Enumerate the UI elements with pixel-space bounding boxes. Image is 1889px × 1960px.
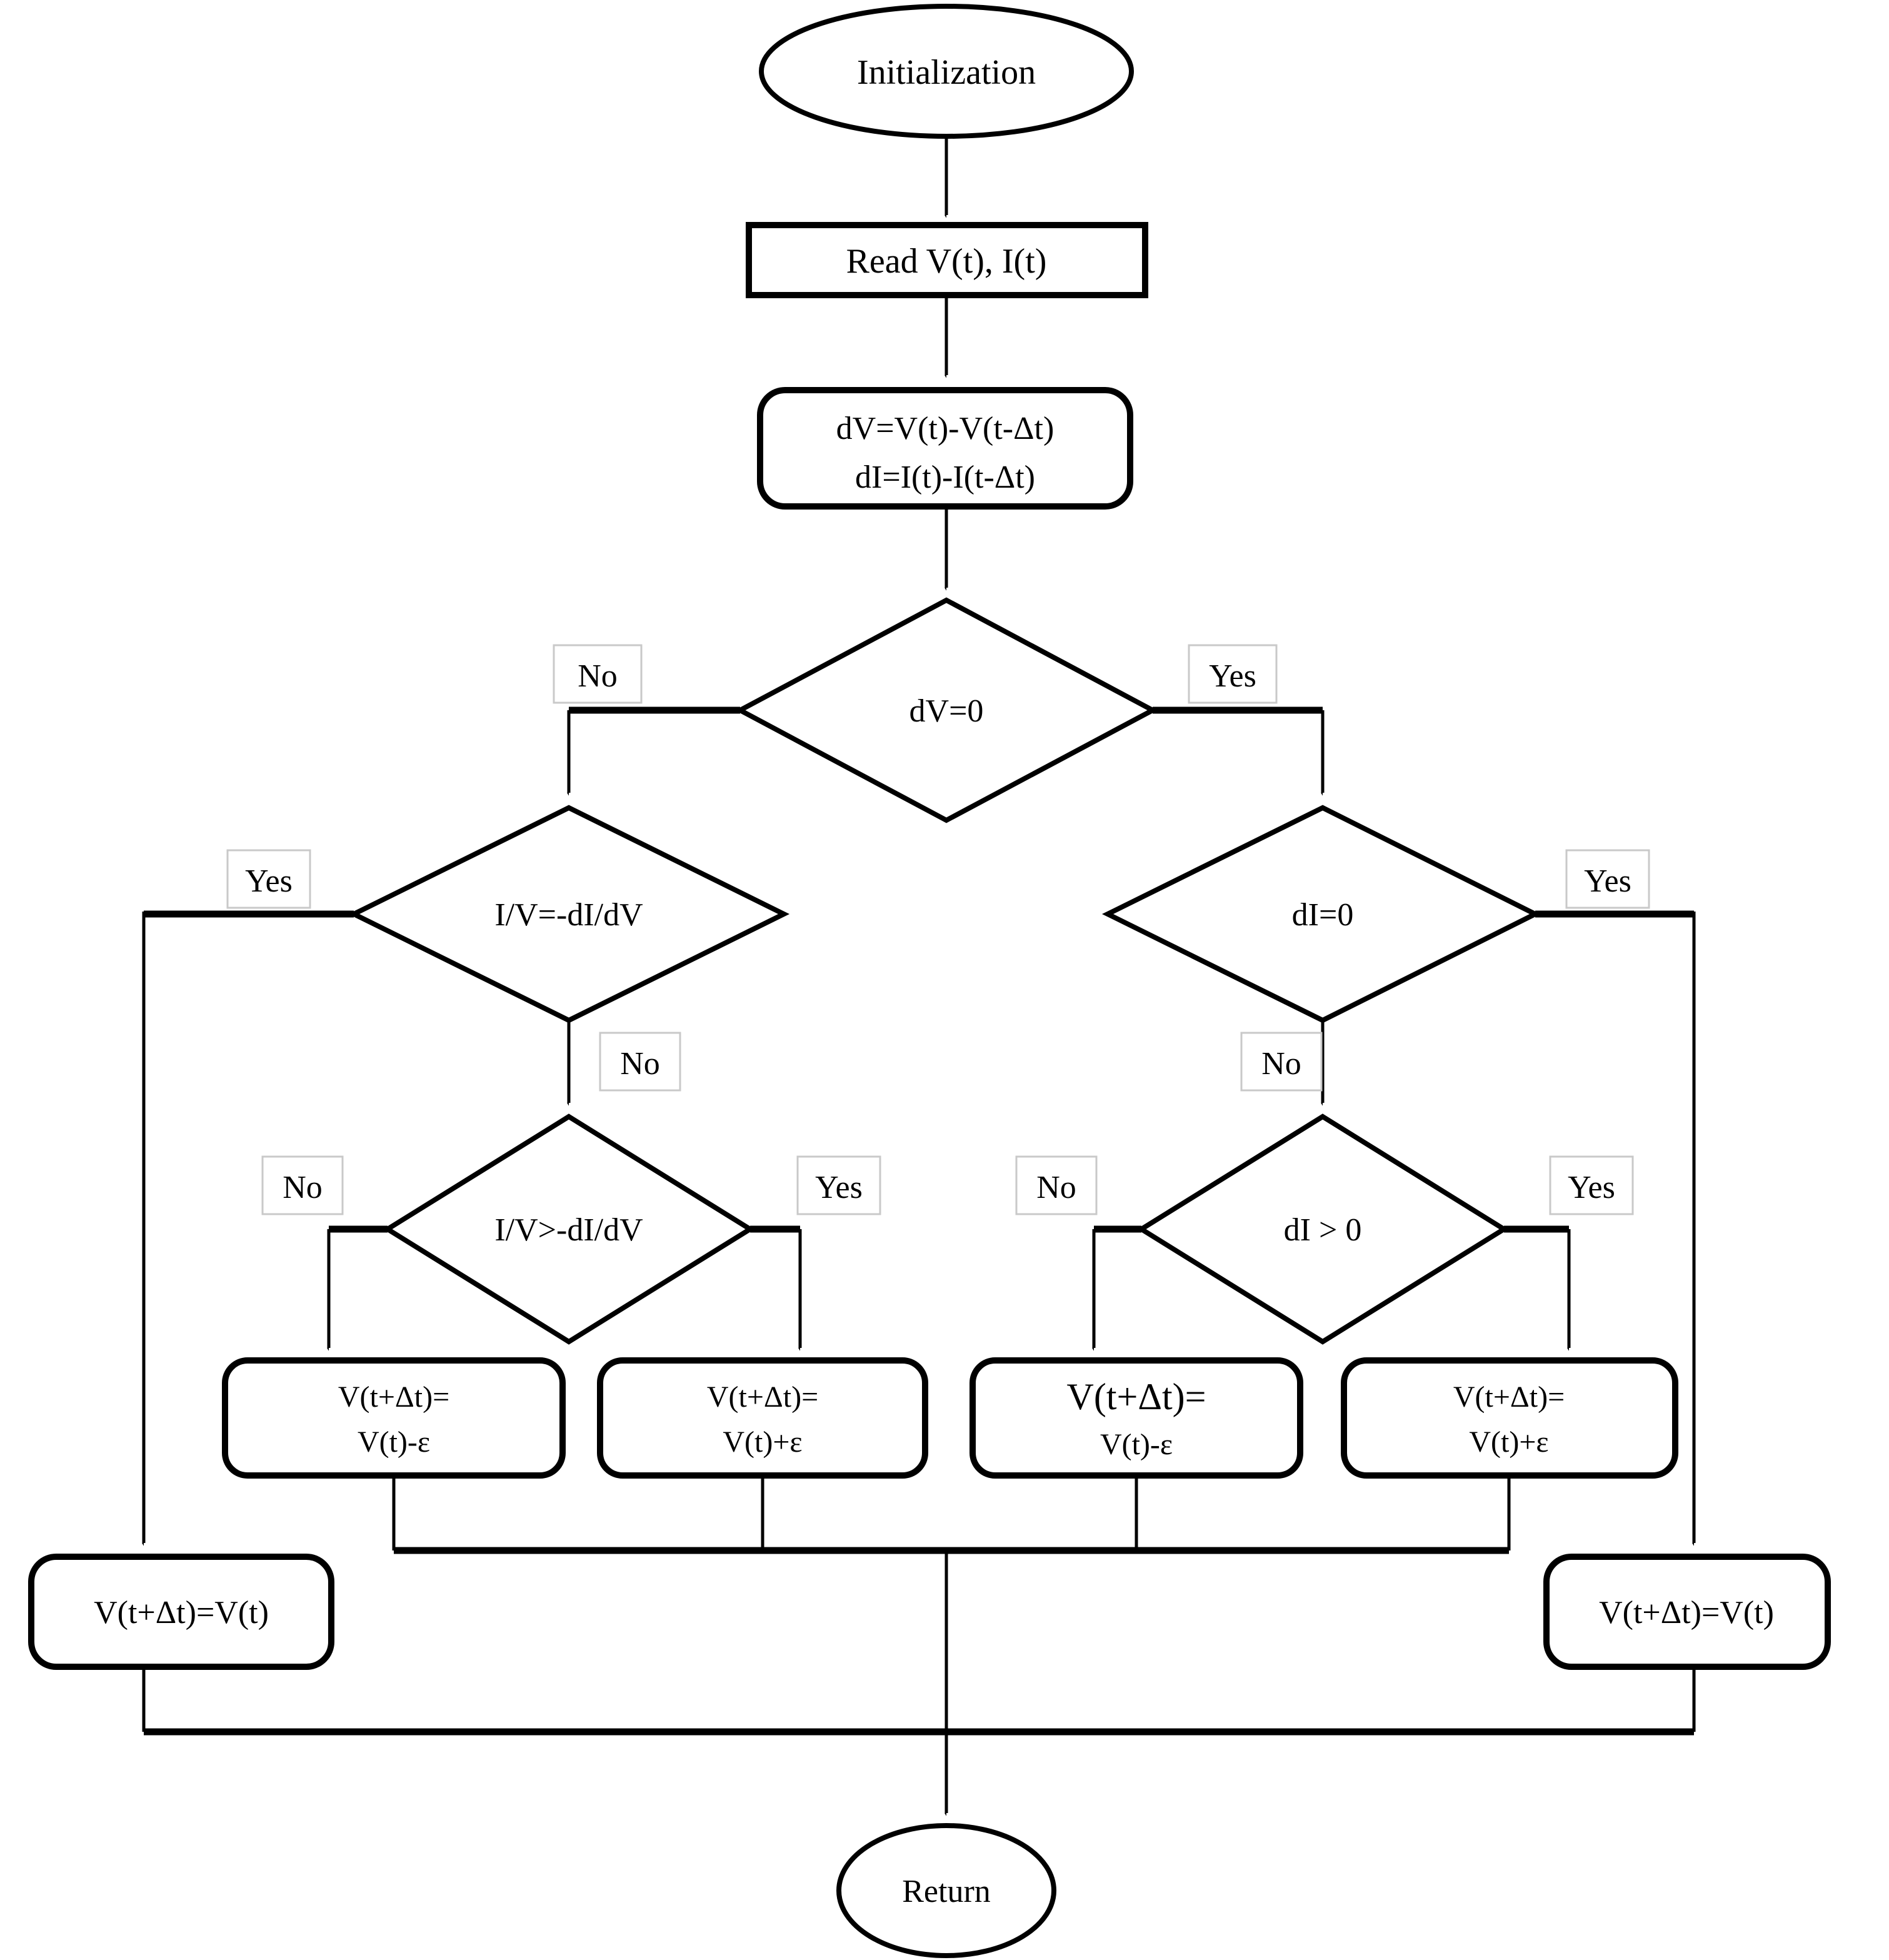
di-gt-diamond [1136, 1113, 1509, 1345]
decision-iv-gt: I/V>-dI/dV [383, 1113, 755, 1345]
decrease-right-line1: V(t+Δt)= [1067, 1376, 1206, 1417]
decision-di0: dI=0 [1101, 805, 1541, 1023]
node-read: Read V(t), I(t) [746, 222, 1148, 298]
action-increase-right: V(t+Δt)= V(t)+ε [1341, 1357, 1678, 1479]
di0-yes-labelbox [1565, 849, 1650, 909]
action-hold-right: V(t+Δt)=V(t) [1543, 1554, 1831, 1670]
return-ellipse [836, 1823, 1056, 1958]
ivgt-yes-labelbox [796, 1155, 881, 1215]
read-label: Read V(t), I(t) [846, 242, 1047, 281]
di0-label: dI=0 [1292, 897, 1354, 933]
iveq-yes-labelbox [226, 849, 311, 909]
iveq-yes-label: Yes [245, 863, 293, 899]
di-gt-label: dI > 0 [1284, 1212, 1362, 1248]
action-increase-left: V(t+Δt)= V(t)+ε [597, 1357, 928, 1479]
dv0-diamond [734, 597, 1158, 823]
iv-gt-label: I/V>-dI/dV [494, 1212, 643, 1248]
di0-no-labelbox [1240, 1032, 1323, 1092]
calc-line2: dI=I(t)-I(t-Δt) [855, 460, 1035, 495]
decrease-left-rect [222, 1357, 566, 1479]
decrease-right-line2: V(t)-ε [1100, 1428, 1173, 1461]
return-label: Return [902, 1874, 991, 1909]
action-decrease-right: V(t+Δt)= V(t)-ε [970, 1357, 1303, 1479]
init-ellipse [759, 4, 1134, 139]
hold-left-label: V(t+Δt)=V(t) [94, 1595, 269, 1631]
decrease-left-line2: V(t)-ε [358, 1425, 430, 1459]
iveq-no-label: No [620, 1046, 660, 1082]
decrease-right-rect [970, 1357, 1303, 1479]
increase-left-line2: V(t)+ε [723, 1425, 802, 1459]
edge-labels: No Yes Yes Yes No No No Yes No Yes [226, 644, 1650, 1215]
init-label: Initialization [857, 53, 1036, 92]
iv-gt-diamond [383, 1113, 755, 1345]
decision-iv-eq: I/V=-dI/dV [348, 805, 790, 1023]
decrease-left-line1: V(t+Δt)= [338, 1380, 449, 1414]
increase-left-line1: V(t+Δt)= [707, 1380, 818, 1414]
action-decrease-left: V(t+Δt)= V(t)-ε [222, 1357, 566, 1479]
decision-dv0: dV=0 [734, 597, 1158, 823]
calc-rect [757, 387, 1133, 510]
di0-diamond [1101, 805, 1541, 1023]
dv0-label: dV=0 [909, 693, 984, 729]
ivgt-no-labelbox [261, 1155, 344, 1215]
hold-left-rect [28, 1554, 334, 1670]
node-init: Initialization [759, 4, 1134, 139]
di0-yes-label: Yes [1584, 863, 1631, 899]
dv0-yes-label: Yes [1209, 658, 1256, 694]
increase-right-line2: V(t)+ε [1469, 1425, 1548, 1459]
increase-right-rect [1341, 1357, 1678, 1479]
hold-right-rect [1543, 1554, 1831, 1670]
read-rect [746, 222, 1148, 298]
digt-yes-label: Yes [1568, 1170, 1615, 1205]
dv0-yes-labelbox [1188, 644, 1278, 704]
node-calc: dV=V(t)-V(t-Δt) dI=I(t)-I(t-Δt) [757, 387, 1133, 510]
calc-line1: dV=V(t)-V(t-Δt) [836, 411, 1055, 446]
digt-yes-labelbox [1549, 1155, 1634, 1215]
ivgt-yes-label: Yes [815, 1170, 863, 1205]
decision-di-gt: dI > 0 [1136, 1113, 1509, 1345]
dv0-no-labelbox [553, 644, 643, 704]
digt-no-label: No [1036, 1170, 1076, 1205]
hold-right-label: V(t+Δt)=V(t) [1599, 1595, 1774, 1631]
iv-eq-diamond [348, 805, 790, 1023]
action-hold-left: V(t+Δt)=V(t) [28, 1554, 334, 1670]
node-return: Return [836, 1823, 1056, 1958]
connectors [144, 136, 1696, 1813]
increase-right-line1: V(t+Δt)= [1453, 1380, 1565, 1414]
increase-left-rect [597, 1357, 928, 1479]
di0-no-label: No [1261, 1046, 1301, 1082]
ivgt-no-label: No [283, 1170, 323, 1205]
digt-no-labelbox [1015, 1155, 1098, 1215]
dv0-no-label: No [578, 658, 618, 694]
iveq-no-labelbox [599, 1032, 681, 1092]
iv-eq-label: I/V=-dI/dV [494, 897, 643, 933]
